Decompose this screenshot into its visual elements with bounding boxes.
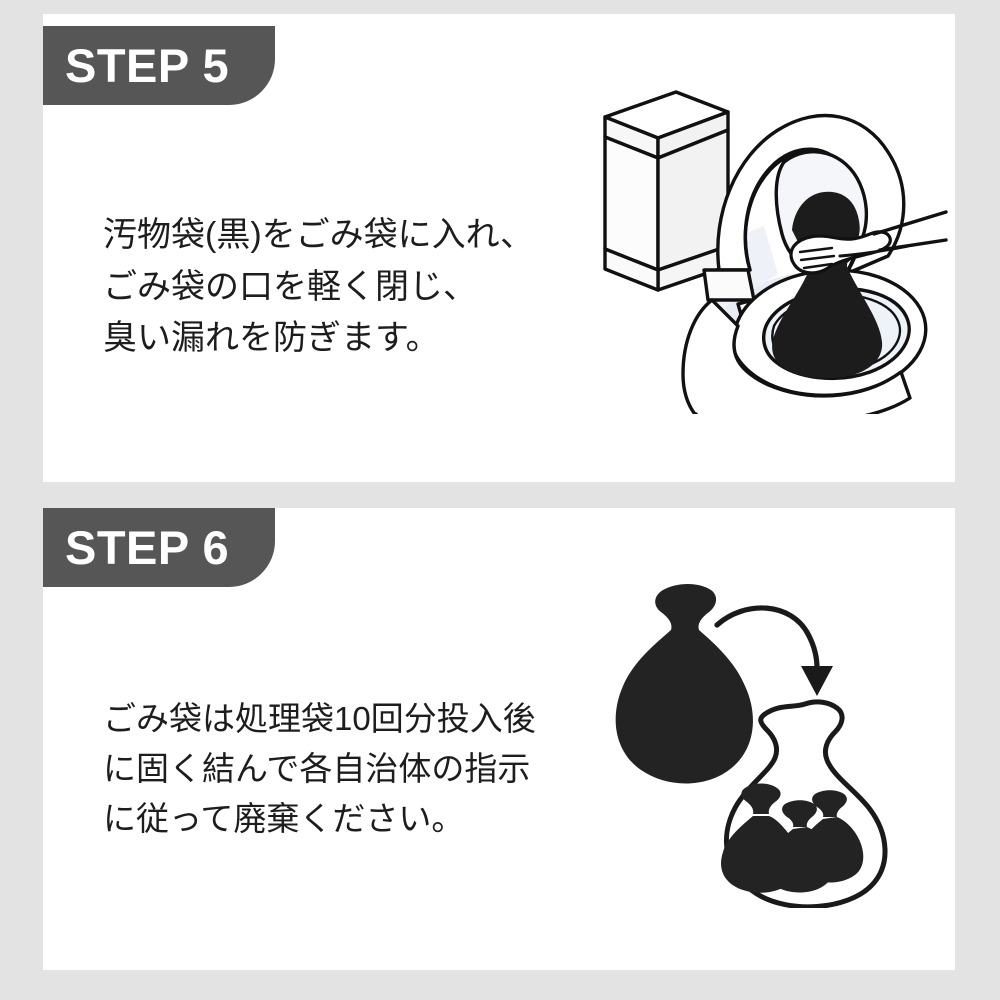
curved-arrow — [714, 605, 833, 696]
step-text-line: 臭い漏れを防ぎます。 — [103, 319, 440, 358]
step-text-line: に従って廃棄ください。 — [103, 800, 465, 838]
step-badge-step5: STEP 5 — [43, 26, 275, 105]
step-description-step6: ごみ袋は処理袋10回分投入後 に固く結んで各自治体の指示 に従って廃棄ください。 — [103, 694, 536, 844]
step-badge-step6: STEP 6 — [43, 508, 275, 587]
step-badge-label: STEP 6 — [65, 521, 230, 574]
step-text-line: に固く結んで各自治体の指示 — [103, 750, 531, 788]
toilet-illustration — [588, 74, 948, 414]
step-card-step5: STEP 5 汚物袋(黒)をごみ袋に入れ、 ごみ袋の口を軽く閉じ、 臭い漏れを防… — [43, 14, 955, 482]
black-tied-bag — [615, 584, 753, 784]
bag-disposal-illustration — [593, 568, 953, 908]
step-description-step5: 汚物袋(黒)をごみ袋に入れ、 ごみ袋の口を軽く閉じ、 臭い漏れを防ぎます。 — [103, 210, 534, 365]
white-garbage-bag — [723, 699, 888, 908]
step-text-line: 汚物袋(黒)をごみ袋に入れ、 — [103, 216, 534, 254]
step-badge-label: STEP 5 — [65, 39, 230, 92]
bags-inside — [721, 783, 864, 893]
step-text-line: ごみ袋は処理袋10回分投入後 — [103, 700, 536, 737]
step-card-step6: STEP 6 ごみ袋は処理袋10回分投入後 に固く結んで各自治体の指示 に従って… — [43, 508, 955, 970]
step-text-line: ごみ袋の口を軽く閉じ、 — [103, 267, 477, 306]
